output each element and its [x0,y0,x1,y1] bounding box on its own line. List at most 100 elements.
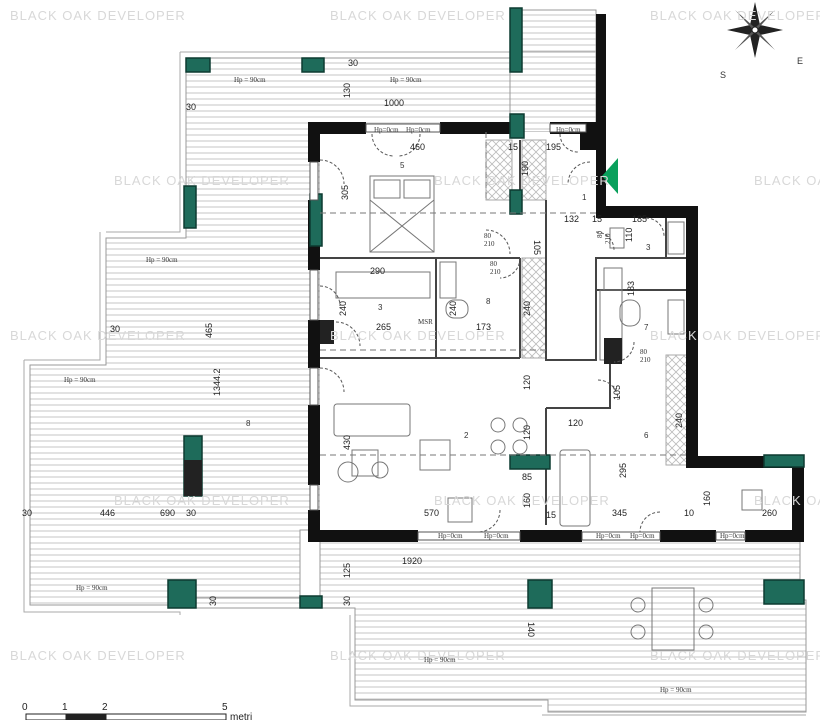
wall-bottom-b [520,530,582,542]
railing-label: Hp = 90cm [660,686,692,694]
dimension: 290 [370,266,385,276]
shaft-3 [521,257,547,359]
scale-bar [25,713,227,720]
dimension: 265 [376,322,391,332]
sofa [333,403,411,437]
dimension: 160 [522,493,532,508]
wall-bottom-d [745,530,803,542]
dimension-labels: 1000 130 30 30 30 30 30 30 30 460 195 15… [22,58,777,637]
dimension: 1344.2 [212,368,222,396]
dining-table [651,587,695,651]
dimension: 240 [338,301,348,316]
column-1 [509,7,523,73]
dimension: 30 [186,508,196,518]
dimension: 80 [484,232,492,240]
dimension: 195 [546,142,561,152]
window-label: Hp=0cm [630,532,655,540]
wall-right-east [792,462,804,542]
column-4 [183,185,197,229]
watermark: BLACK OAK DEVELOPER [10,8,186,23]
watermark: BLACK OAK DEVELOPER [330,328,506,343]
dashed-lines [320,132,690,456]
dimension: 30 [208,596,218,606]
window-label: Hp=0cm [406,126,431,134]
window-label: Hp=0cm [484,532,509,540]
dimension: 1000 [384,98,404,108]
window-label: Hp=0cm [374,126,399,134]
dimension: 160 [702,491,712,506]
room-number: 7 [644,323,649,332]
sofa-2 [559,449,591,527]
shaft-2 [521,139,547,201]
watermark: BLACK OAK DEVELOPER [330,648,506,663]
dimension: 240 [674,413,684,428]
watermark: BLACK OAK DEVELOPER [114,173,290,188]
column-7 [509,189,523,215]
dimension: 345 [612,508,627,518]
terrace-outer-rail [23,51,806,716]
window-openings [309,123,746,541]
dimension: 30 [186,102,196,112]
dimension: 80 [640,348,648,356]
watermark: BLACK OAK DEVELOPER [650,648,820,663]
dimension: 240 [522,301,532,316]
compass-south: S [720,70,726,80]
column-3 [301,57,325,73]
dimension: 130 [342,83,352,98]
room-number: 2 [464,431,469,440]
dimension: 465 [204,323,214,338]
compass-rose-icon [727,2,783,58]
window-label: Hp=0cm [596,532,621,540]
dimension: 260 [762,508,777,518]
dimension: 460 [410,142,425,152]
wall-right-mid [686,206,698,468]
dimension: 570 [424,508,439,518]
dimension: 15 [546,510,556,520]
room-number: 8 [246,419,251,428]
dimension: 295 [618,463,628,478]
terrace-areas [23,9,807,716]
furniture [333,175,763,651]
wall-left-a [308,122,320,162]
railing-label: Hp = 90cm [64,376,96,384]
columns [167,7,805,609]
scale-label: 2 [102,702,108,713]
watermark: BLACK OAK DEVELOPER [434,493,610,508]
scale-label: 0 [22,702,28,713]
room-number: 6 [644,431,649,440]
dimension: 1920 [402,556,422,566]
dimension: 15 [592,214,602,224]
watermark: BLACK OAK DEVELOPER [650,328,820,343]
dimension: 210 [484,240,495,248]
dimension: 30 [110,324,120,334]
watermark: BLACK OAK DEVELOPER [754,493,820,508]
watermark: BLACK OAK DEVELOPER [114,493,290,508]
column-12 [167,579,197,609]
dimension: 120 [522,425,532,440]
railing-label: Hp = 90cm [76,584,108,592]
dimension: 15 [508,142,518,152]
appliances [184,320,622,496]
scale-unit: metri [230,712,252,720]
wall-bottom-c [660,530,716,542]
walls [308,14,804,542]
wall-right-upper [596,14,606,210]
dimension: 183 [626,281,636,296]
dimension: 185 [632,214,647,224]
window-label: Hp=0cm [720,532,745,540]
dimension: 140 [526,622,536,637]
watermark: BLACK OAK DEVELOPER [650,8,820,23]
column-10 [763,579,805,605]
wall-bottom-a [308,530,418,542]
room-number: 5 [400,161,405,170]
dimension: 105 [532,240,542,255]
fixture-label: MSR [418,318,433,326]
dimension: 30 [22,508,32,518]
dimension: 85 [522,472,532,482]
entrance-arrow-icon [602,158,618,194]
doors [319,133,665,533]
window-label: Hp=0cm [438,532,463,540]
